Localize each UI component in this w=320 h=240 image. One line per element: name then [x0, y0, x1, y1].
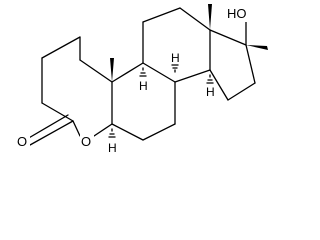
bond: [111, 123, 144, 141]
bond: [142, 62, 176, 83]
bond: [209, 69, 229, 101]
ring-b: [111, 62, 176, 141]
bond: [227, 82, 256, 101]
bond: [41, 102, 74, 122]
h-label-c8: H: [171, 51, 180, 65]
methyl-wedge-c10: [110, 58, 114, 82]
ring-oxygen-label: O: [81, 134, 91, 149]
h-label-c5: H: [108, 141, 117, 155]
ring-d: [209, 29, 256, 101]
methyl-wedge-c17: [246, 45, 268, 50]
bond: [179, 7, 211, 31]
structure-drawing: O O HO H H H H: [16, 4, 268, 155]
bond: [174, 69, 211, 83]
hash-h-c14: [206, 74, 214, 84]
bond: [245, 44, 256, 84]
label-mask: [16, 133, 30, 149]
h-label-c14: H: [206, 85, 215, 99]
carbonyl-oxygen-label: O: [17, 134, 27, 149]
bond: [79, 59, 113, 83]
bond: [72, 120, 81, 137]
bond: [41, 36, 81, 59]
bond: [26, 114, 69, 140]
label-mask: [80, 134, 94, 150]
bond: [142, 123, 176, 141]
ring-c: [142, 7, 211, 83]
h-label-c9: H: [139, 79, 148, 93]
bond: [209, 29, 247, 46]
label-mask: [226, 6, 250, 22]
hydroxyl-label: HO: [227, 6, 247, 21]
methyl-wedge-c13: [208, 4, 212, 30]
bond: [111, 62, 144, 83]
hash-h-c8: [171, 64, 179, 73]
hash-h-c5: [108, 128, 116, 138]
bond: [142, 7, 181, 23]
structure-canvas: O O HO H H H H: [16, 4, 268, 155]
hash-h-c9: [139, 67, 147, 77]
bond: [29, 120, 74, 146]
carbonyl-group: [26, 114, 74, 146]
